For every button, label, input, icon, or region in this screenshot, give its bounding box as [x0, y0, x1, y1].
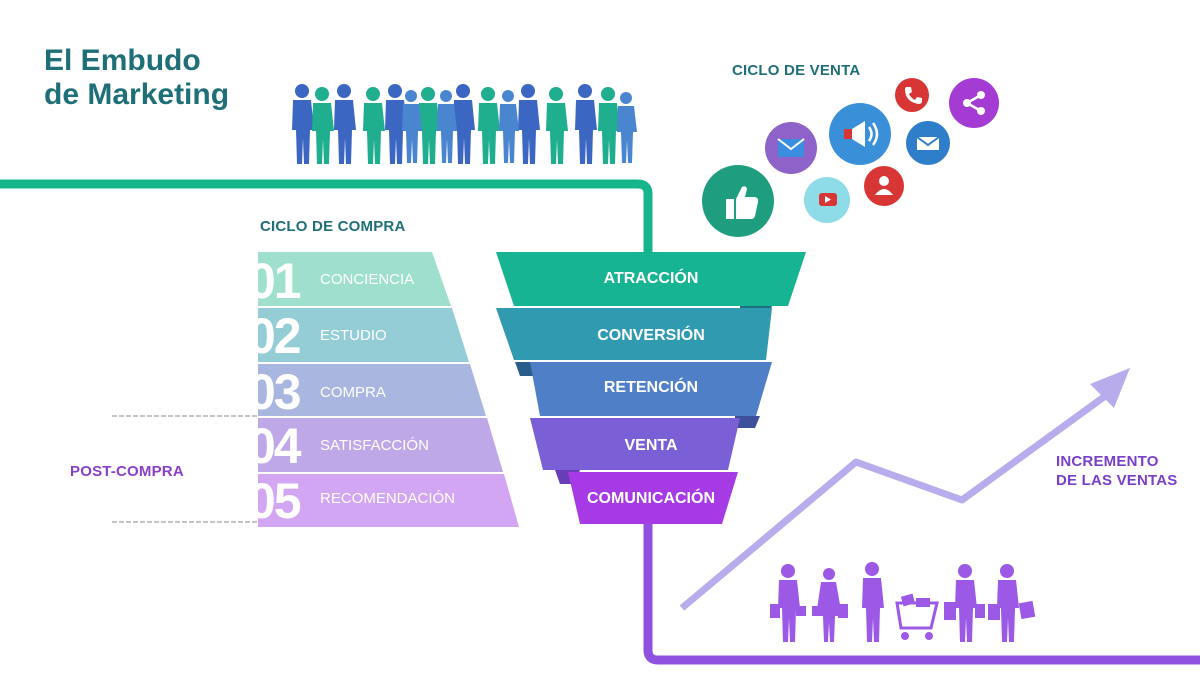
band-03 [258, 364, 486, 416]
page-title: El Embudo de Marketing [44, 44, 229, 112]
ciclo-compra-heading: CICLO DE COMPRA [260, 218, 406, 235]
user-icon [864, 166, 904, 206]
band-05 [258, 474, 519, 527]
funnel-shadow-3 [735, 416, 760, 428]
band-02 [258, 308, 469, 362]
funnel-label-venta: VENTA [624, 437, 678, 454]
video-icon [804, 177, 850, 223]
step-number-01: 01 [248, 253, 302, 309]
funnel-stage-venta [530, 418, 740, 470]
funnel-stage-comunicacion [568, 472, 738, 524]
step-label-estudio: ESTUDIO [320, 327, 387, 344]
funnel-label-comunicacion: COMUNICACIÓN [587, 490, 715, 507]
title-line-2: de Marketing [44, 78, 230, 111]
mail-icon [765, 122, 817, 174]
funnel-label-conversion: CONVERSIÓN [597, 327, 705, 344]
purchase-cycle-bands [258, 252, 519, 527]
funnel-stage-atraccion [496, 252, 806, 306]
incremento-line-1: INCREMENTO [1056, 453, 1159, 470]
envelope-icon [906, 121, 950, 165]
funnel-label-retencion: RETENCIÓN [603, 379, 699, 396]
band-04 [258, 418, 503, 472]
share-icon [949, 78, 999, 128]
step-label-conciencia: CONCIENCIA [320, 271, 415, 288]
post-compra-heading: POST-COMPRA [70, 463, 184, 480]
incremento-ventas-heading: INCREMENTO DE LAS VENTAS [1056, 452, 1178, 490]
incremento-line-2: DE LAS VENTAS [1056, 472, 1178, 489]
thumbs-up-icon [702, 165, 774, 237]
step-label-satisfaccion: SATISFACCIÓN [320, 437, 429, 454]
step-number-05: 05 [248, 473, 302, 529]
crowd-silhouettes [292, 84, 637, 164]
step-label-compra: COMPRA [320, 384, 386, 401]
megaphone-icon [829, 103, 891, 165]
funnel-stage-retencion [530, 362, 772, 416]
step-number-02: 02 [248, 308, 302, 364]
title-line-1: El Embudo [44, 44, 201, 77]
funnel-label-atraccion: ATRACCIÓN [603, 270, 699, 287]
ciclo-venta-heading: CICLO DE VENTA [732, 62, 861, 79]
flow-line [0, 179, 653, 252]
flow-line-lower [643, 520, 1200, 665]
step-number-04: 04 [248, 418, 302, 474]
phone-icon [895, 78, 929, 112]
funnel [496, 252, 806, 524]
step-number-03: 03 [248, 364, 302, 420]
funnel-stage-conversion [496, 308, 772, 360]
growth-arrow [679, 368, 1130, 611]
band-01 [258, 252, 451, 306]
shoppers-silhouettes [770, 562, 1036, 642]
step-label-recomendacion: RECOMENDACIÓN [320, 490, 456, 507]
